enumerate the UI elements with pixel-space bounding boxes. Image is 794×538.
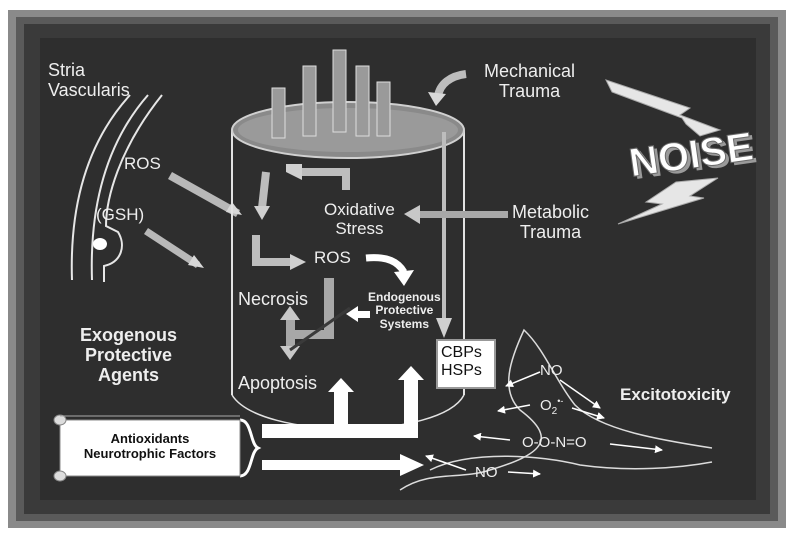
excitotoxicity-label: Excitotoxicity bbox=[620, 385, 731, 404]
excitotoxicity-shapes bbox=[399, 328, 713, 491]
ros-center-label: ROS bbox=[314, 248, 351, 267]
superoxide-label: O2•- bbox=[540, 396, 563, 417]
exogenous-label: Exogenous Protective Agents bbox=[80, 325, 178, 386]
cycle-arrowhead-2 bbox=[254, 206, 270, 220]
metabolic-trauma-arrow bbox=[404, 205, 508, 224]
ros-to-endogenous-arrow bbox=[365, 254, 414, 286]
o2-letter: O bbox=[540, 397, 552, 414]
cycle-arrowhead-3 bbox=[290, 254, 306, 270]
lightning-bolts bbox=[605, 79, 722, 225]
no-top-label: NO bbox=[540, 362, 563, 379]
no-bottom-label: NO bbox=[475, 464, 498, 481]
antioxidant-scroll bbox=[53, 414, 241, 482]
o2-superscript: •- bbox=[557, 396, 564, 406]
stria-vascularis-shape bbox=[70, 94, 163, 282]
o2-subscript: 2 bbox=[551, 406, 558, 417]
oxidative-stress-label: Oxidative Stress bbox=[324, 200, 395, 239]
block-line bbox=[289, 306, 351, 352]
cbps-hsps-box bbox=[436, 339, 496, 389]
endogenous-arrow bbox=[346, 306, 370, 322]
chemistry-arrows bbox=[425, 371, 663, 478]
endogenous-label: Endogenous Protective Systems bbox=[368, 290, 441, 331]
peroxynitrite-label: O-O-N=O bbox=[522, 434, 587, 451]
protective-agent-arrows bbox=[262, 366, 424, 476]
cell-nucleus-icon bbox=[93, 238, 107, 250]
stria-vascularis-label: Stria Vascularis bbox=[48, 60, 130, 101]
apoptosis-label: Apoptosis bbox=[238, 373, 318, 393]
antioxidants-label: Antioxidants Neurotrophic Factors bbox=[83, 431, 217, 461]
mechanical-trauma-arrow bbox=[428, 70, 467, 106]
ros-left-label: ROS bbox=[124, 154, 161, 173]
gsh-label: (GSH) bbox=[96, 205, 145, 224]
necrosis-label: Necrosis bbox=[238, 289, 309, 309]
cycle-arrowhead-1 bbox=[286, 164, 302, 180]
cbps-hsps-label: CBPs HSPs bbox=[441, 344, 482, 379]
mechanical-down-arrow bbox=[436, 132, 452, 338]
oxidative-cycle-arrows bbox=[252, 168, 350, 266]
mechanical-trauma-label: Mechanical Trauma bbox=[484, 61, 576, 102]
cylinder-top-inner bbox=[238, 108, 458, 152]
metabolic-trauma-label: Metabolic Trauma bbox=[512, 202, 590, 243]
brace bbox=[239, 418, 262, 478]
ros-gsh-arrows bbox=[144, 172, 242, 268]
stereocilia bbox=[271, 49, 391, 139]
